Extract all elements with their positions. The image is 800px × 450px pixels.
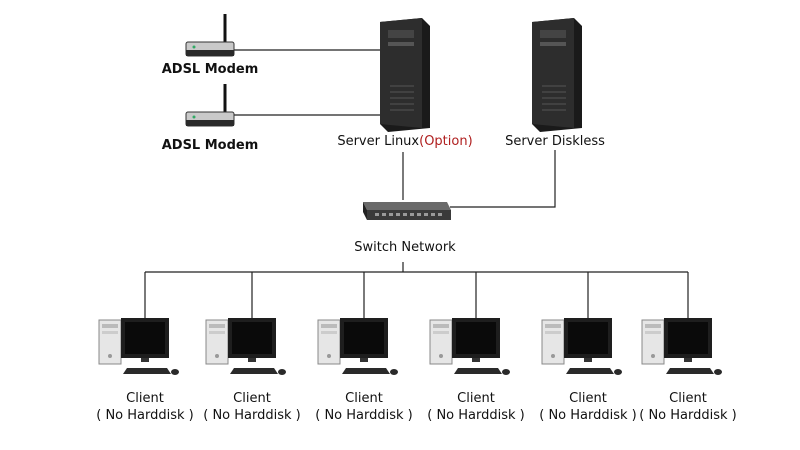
client-computer-icon xyxy=(98,318,179,375)
client-computer-icon xyxy=(317,318,398,375)
switch-icon xyxy=(363,202,451,220)
modem-label: ADSL Modem xyxy=(161,62,259,77)
switch-label: Switch Network xyxy=(354,240,456,255)
server-diskless-label: Server Diskless xyxy=(505,134,605,149)
server-linux-label: Server Linux(Option) xyxy=(330,134,480,149)
server-diskless-link xyxy=(450,150,556,208)
client-label: Client xyxy=(126,391,164,406)
client-sublabel: ( No Harddisk ) xyxy=(639,408,737,423)
adsl-modem-icon xyxy=(185,84,235,127)
adsl-modem-icon xyxy=(185,14,235,57)
client-computer-icon xyxy=(641,318,722,375)
server-linux-option: (Option) xyxy=(419,134,473,149)
client-label: Client xyxy=(233,391,271,406)
client-sublabel: ( No Harddisk ) xyxy=(427,408,525,423)
client-computer-icon xyxy=(541,318,622,375)
server-tower-icon xyxy=(380,18,430,132)
client-label: Client xyxy=(569,391,607,406)
client-label: Client xyxy=(457,391,495,406)
client-label: Client xyxy=(669,391,707,406)
client-sublabel: ( No Harddisk ) xyxy=(203,408,301,423)
client-sublabel: ( No Harddisk ) xyxy=(539,408,637,423)
client-sublabel: ( No Harddisk ) xyxy=(96,408,194,423)
server-linux-name: Server Linux xyxy=(337,134,420,149)
server-tower-icon xyxy=(532,18,582,132)
client-computer-icon xyxy=(429,318,510,375)
client-computer-icon xyxy=(205,318,286,375)
client-label: Client xyxy=(345,391,383,406)
modem-label: ADSL Modem xyxy=(161,138,259,153)
client-sublabel: ( No Harddisk ) xyxy=(315,408,413,423)
